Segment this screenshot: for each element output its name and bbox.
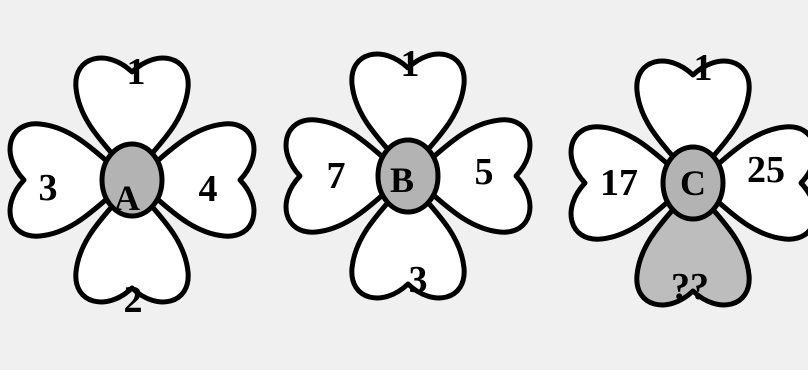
- flower-c-top-number: 1: [694, 47, 713, 89]
- flower-b-left-number: 7: [327, 155, 346, 197]
- flower-b-right-number: 5: [475, 151, 494, 193]
- flower-c-right-number: 25: [747, 149, 785, 191]
- flower-b-center-label: B: [390, 160, 414, 200]
- flower-a-bottom-number: 2: [124, 279, 143, 321]
- flower-b-bottom-number: 3: [409, 259, 428, 301]
- flower-c-left-number: 17: [600, 162, 638, 204]
- flower-a-top-number: 1: [127, 51, 146, 93]
- flower-b: 1 7 5 3 B: [286, 43, 530, 301]
- flower-a-center-label: A: [114, 178, 140, 218]
- flower-c: 1 17 25 ?? C: [571, 47, 808, 308]
- flower-a-right-number: 4: [199, 168, 218, 210]
- flower-a-left-number: 3: [39, 167, 58, 209]
- flower-b-top-number: 1: [401, 43, 420, 85]
- flower-a: 1 3 4 2 A: [10, 51, 254, 321]
- flower-c-bottom-number: ??: [671, 266, 709, 308]
- flower-c-center-label: C: [680, 163, 706, 203]
